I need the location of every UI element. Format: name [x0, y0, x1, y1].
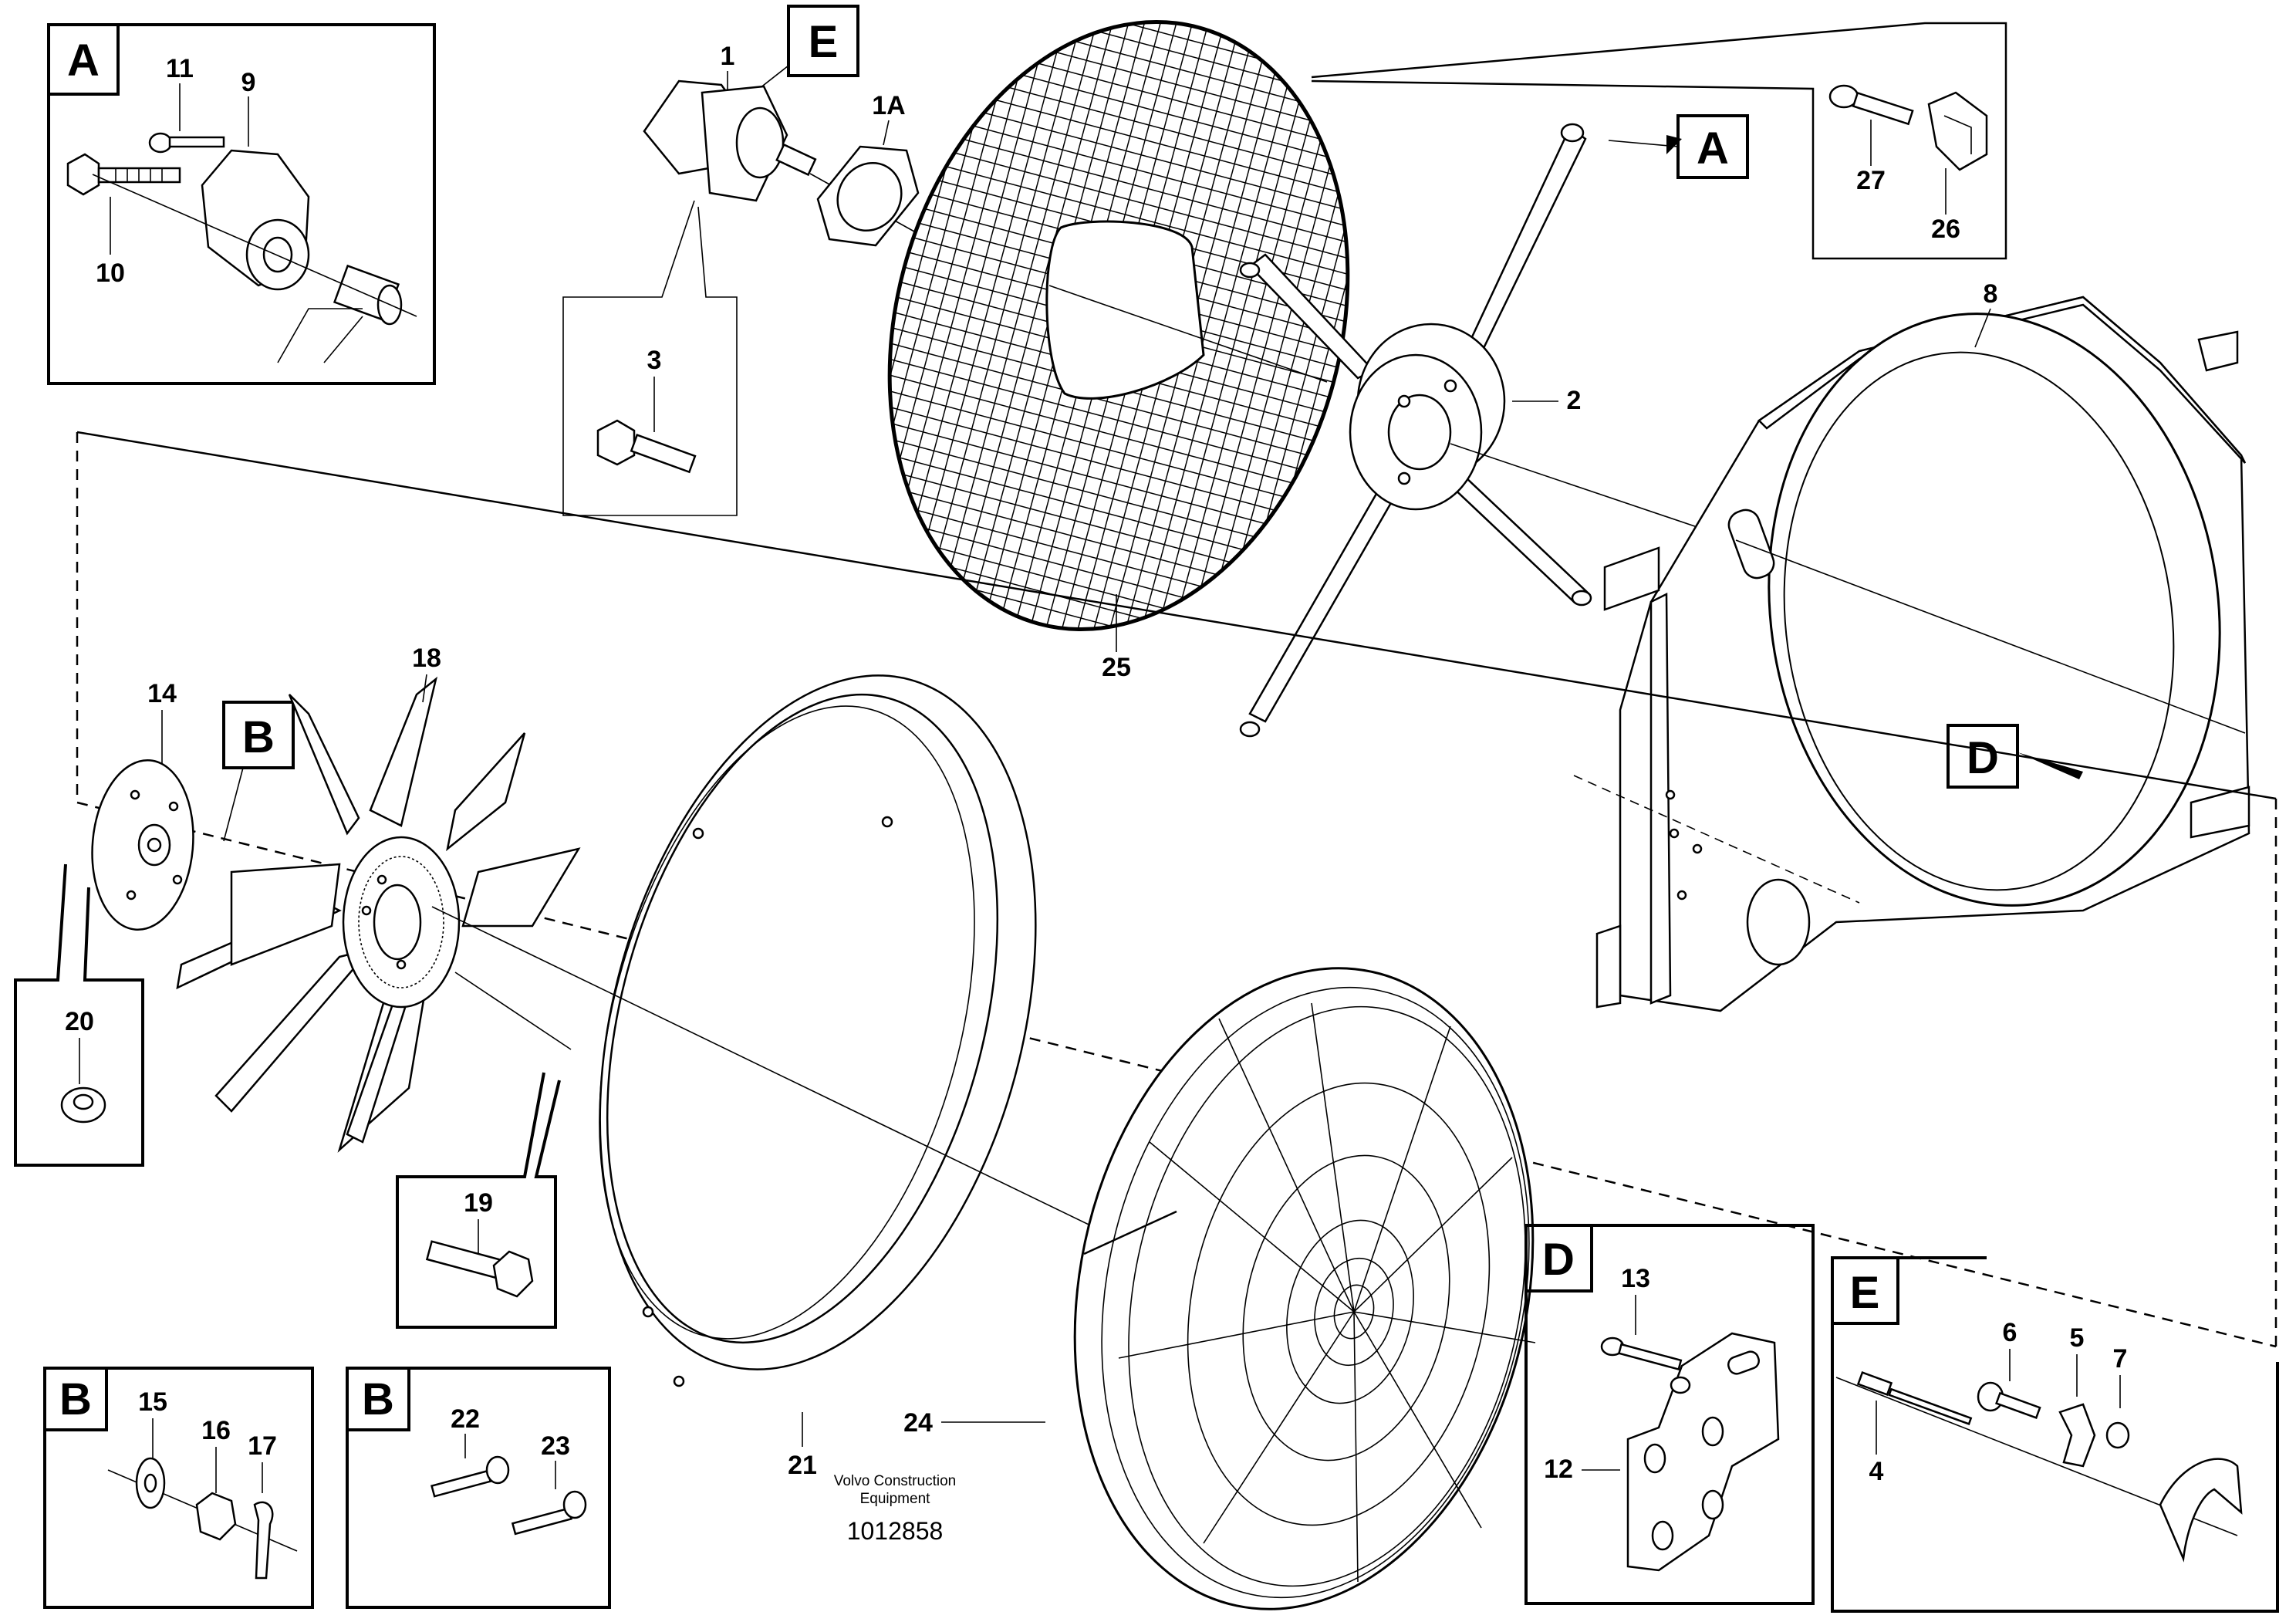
bolt-6 [1977, 1381, 2041, 1419]
detail-b1-tag: B [59, 1374, 92, 1424]
label-9: 9 [241, 68, 256, 97]
mount-bracket [2159, 1458, 2243, 1563]
fan-shroud-8 [1595, 296, 2250, 1012]
plate-12 [1626, 1332, 1780, 1572]
sensor-4 [1856, 1371, 1973, 1425]
detail-box-d: D 13 12 [1524, 1224, 1815, 1605]
detail-box-3: 3 [562, 200, 738, 516]
label-7: 7 [2113, 1344, 2128, 1374]
publisher-caption: Volvo Construction Equipment 1012858 [834, 1473, 956, 1545]
label-24: 24 [903, 1408, 933, 1438]
detail-box-19: 19 [396, 1072, 561, 1329]
detail-box-e: E 6 5 7 4 [1831, 1256, 2279, 1613]
gasket-1a [816, 145, 920, 247]
callout-b: B [222, 701, 295, 842]
flange-14 [91, 759, 194, 931]
label-21: 21 [788, 1451, 817, 1480]
label-19: 19 [464, 1188, 493, 1218]
label-6: 6 [2003, 1318, 2017, 1347]
detail-b2-tag: B [362, 1374, 394, 1424]
label-17: 17 [248, 1431, 277, 1461]
label-15: 15 [138, 1387, 167, 1417]
bolt-3 [596, 419, 697, 474]
clamp-5 [2058, 1403, 2096, 1468]
label-20: 20 [65, 1007, 94, 1036]
hydraulic-motor-1 [643, 79, 817, 202]
screw-22 [430, 1455, 510, 1498]
company-line-1: Volvo Construction [834, 1473, 956, 1489]
company-line-2: Equipment [860, 1491, 931, 1507]
label-18: 18 [412, 644, 441, 673]
detail-a-tag: A [67, 35, 100, 86]
label-23: 23 [541, 1431, 570, 1461]
detail-box-a: A 11 9 10 [47, 23, 436, 385]
label-2: 2 [1567, 386, 1582, 415]
detail-box-b2: B 22 23 [346, 1367, 611, 1609]
detail-d-tag: D [1542, 1235, 1575, 1285]
fan-ring-21 [599, 674, 1037, 1387]
label-12: 12 [1544, 1455, 1573, 1484]
label-16: 16 [201, 1416, 231, 1445]
screw-23 [511, 1490, 587, 1536]
hub-bracket-2 [1239, 123, 1592, 738]
nut-20 [60, 1086, 106, 1124]
detail-box-26-27: 27 26 [1311, 22, 2007, 260]
callout-d-tag: D [1967, 733, 1999, 783]
label-4: 4 [1869, 1457, 1884, 1486]
callout-a-tag: A [1697, 123, 1729, 174]
bolt-10 [66, 153, 181, 196]
label-10: 10 [96, 259, 125, 288]
fan-18 [176, 676, 581, 1153]
label-1: 1 [721, 42, 735, 71]
detail-e-tag: E [1850, 1268, 1880, 1318]
doc-number: 1012858 [847, 1517, 944, 1545]
cotter-pin-17 [253, 1501, 274, 1580]
label-26: 26 [1931, 215, 1960, 244]
fan-guard-24 [1073, 967, 1536, 1610]
label-11: 11 [166, 54, 194, 83]
label-22: 22 [451, 1404, 480, 1434]
washer-15 [135, 1457, 166, 1509]
bolt-11 [148, 132, 225, 154]
callout-b-tag: B [242, 712, 275, 762]
bolt-13 [1600, 1336, 1683, 1371]
bolt-19 [425, 1240, 534, 1298]
label-27: 27 [1856, 166, 1886, 195]
label-3: 3 [647, 346, 662, 375]
castle-nut-16 [195, 1492, 237, 1541]
label-8: 8 [1984, 279, 1998, 309]
sleeve [333, 264, 403, 326]
label-13: 13 [1621, 1264, 1650, 1293]
screw-27 [1828, 84, 1914, 126]
nut-7 [2105, 1421, 2130, 1449]
callout-a: A [1608, 114, 1749, 179]
label-1a: 1A [872, 91, 905, 120]
label-25: 25 [1102, 653, 1131, 682]
detail-box-b1: B 15 16 17 [43, 1367, 314, 1609]
bearing-housing-9 [201, 149, 310, 291]
label-14: 14 [147, 679, 177, 708]
callout-e: E [755, 5, 859, 92]
callout-e-tag: E [809, 17, 839, 67]
detail-box-20: 20 [14, 863, 144, 1167]
mesh-screen-25 [887, 20, 1350, 631]
clip-26 [1927, 91, 1988, 171]
label-5: 5 [2070, 1323, 2085, 1353]
